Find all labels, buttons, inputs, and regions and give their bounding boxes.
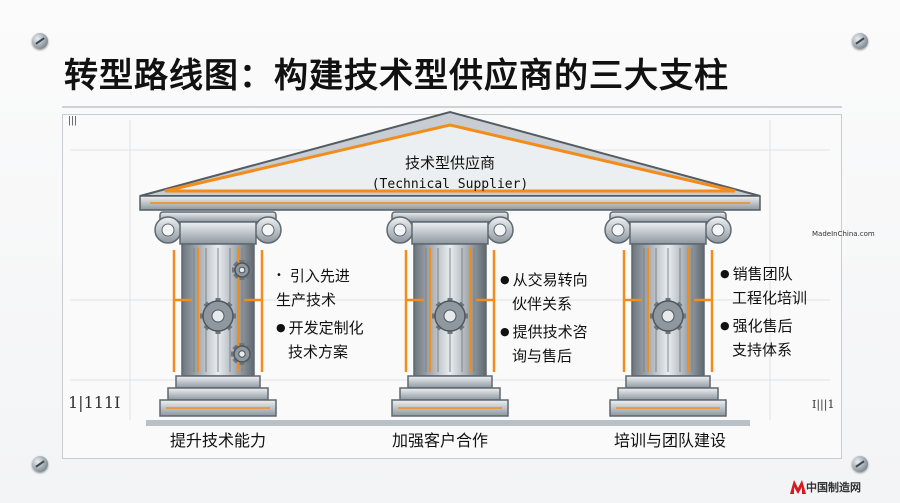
pillar-3-label: 培训与团队建设 — [580, 429, 760, 453]
scale-mark-right: I|||1 — [812, 398, 834, 411]
pillar-1-label: 提升技术能力 — [128, 429, 308, 453]
gear-icon — [232, 260, 252, 280]
pillar-3-bullet-2: ●强化售后 支持体系 — [720, 314, 793, 362]
pillar-2 — [387, 212, 513, 416]
pediment-subtitle: (Technical Supplier) — [350, 173, 550, 197]
bullet-dot-icon: ● — [720, 319, 730, 332]
pillar-3-bullet-1: ●销售团队 工程化培训 — [720, 262, 807, 310]
pillar-1-bullet-2: ●开发定制化 技术方案 — [276, 316, 364, 364]
gear-icon — [200, 298, 236, 334]
temple-floor — [146, 420, 750, 426]
watermark-site: MadeInChina.com — [812, 230, 875, 238]
bullet-dot-icon: ● — [500, 273, 510, 286]
gear-icon — [231, 343, 253, 365]
pillar-2-bullet-2: ●提供技术咨 询与售后 — [500, 320, 588, 368]
pediment-title: 技术型供应商 — [350, 151, 550, 175]
bullet-dot-icon: ● — [276, 321, 286, 334]
pillar-3 — [605, 212, 731, 416]
bullet-dot-icon: ● — [720, 267, 730, 280]
pillar-2-label: 加强客户合作 — [350, 429, 530, 453]
gear-icon — [650, 298, 686, 334]
pillar-2-bullet-1: ●从交易转向 伙伴关系 — [500, 268, 588, 316]
pillar-1-bullet-1: •引入先进 生产技术 — [276, 264, 350, 312]
bullet-dot-icon: • — [276, 270, 282, 281]
scale-mark-left: 1|111I — [68, 393, 120, 412]
bullet-dot-icon: ● — [500, 325, 510, 338]
madeinchina-logo-icon — [790, 478, 806, 494]
gear-icon — [432, 298, 468, 334]
pillar-1 — [155, 212, 281, 416]
watermark-brand: 中国制造网 — [806, 479, 861, 495]
